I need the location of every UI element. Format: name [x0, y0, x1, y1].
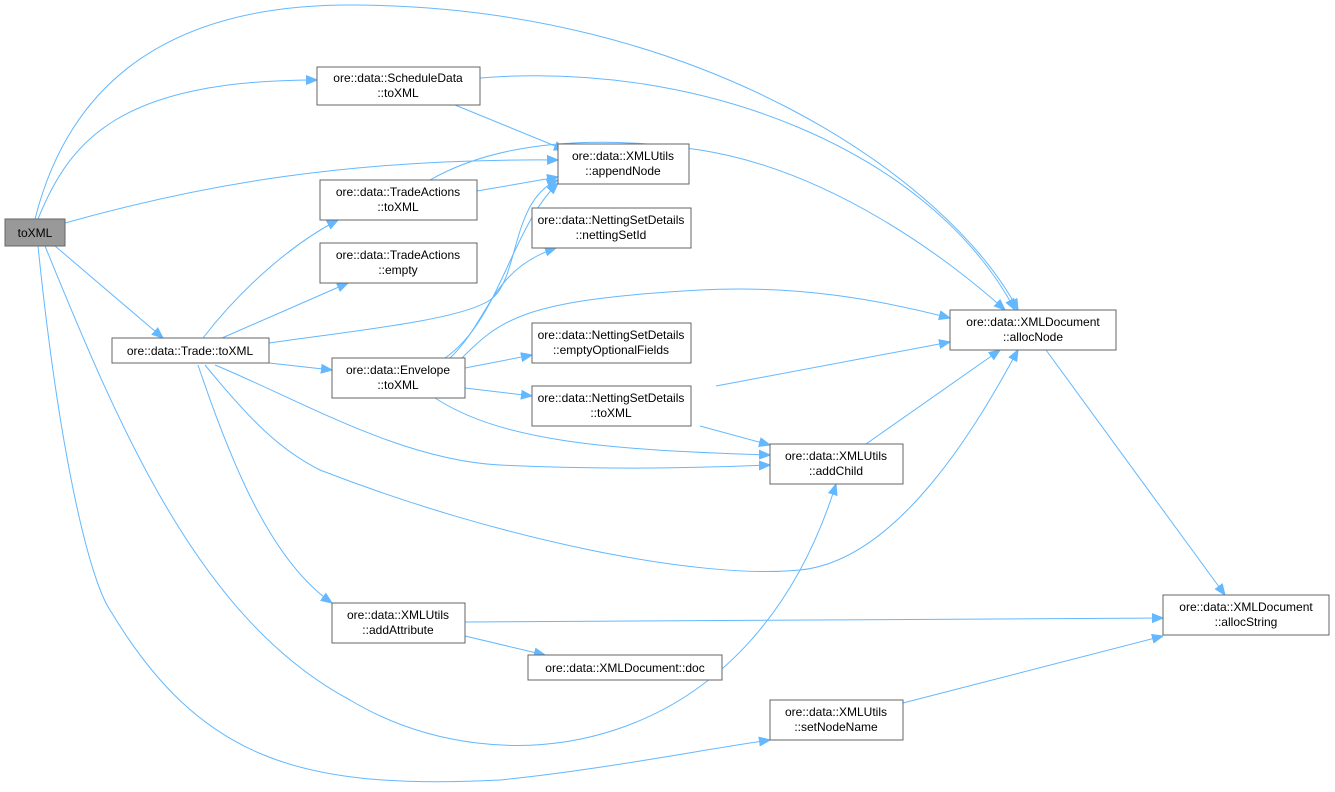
edge-tatoxml-append	[476, 177, 558, 192]
edge-trade-taempty	[221, 283, 348, 339]
node-nettingsetdetails-toxml[interactable]: ore::data::NettingSetDetails ::toXML	[531, 385, 692, 427]
edge-schedule-append	[454, 104, 565, 150]
edge-nsdtoxml-allocnode	[715, 342, 950, 387]
node-label: ore::data::Trade::toXML	[127, 344, 254, 358]
node-label: ore::data::TradeActions	[336, 248, 460, 262]
node-tradeactions-empty[interactable]: ore::data::TradeActions ::empty	[319, 242, 478, 284]
edge-setnodename-allocstring	[902, 636, 1163, 704]
node-nettingsetdetails-nettingsetid[interactable]: ore::data::NettingSetDetails ::nettingSe…	[531, 207, 692, 249]
edge-nsdtoxml-addchild	[699, 425, 770, 445]
node-label: ::appendNode	[585, 164, 661, 178]
edge-schedule-allocnode	[479, 75, 1015, 310]
edge-trade-tatoxml	[202, 220, 338, 339]
edge-root-append	[64, 160, 558, 224]
edge-trade-envelope	[268, 362, 332, 370]
edge-envelope-nsdtoxml	[464, 387, 532, 396]
edge-root-allocnode	[34, 4, 1018, 310]
node-label: ore::data::TradeActions	[336, 185, 460, 199]
node-label: ::allocString	[1215, 615, 1278, 629]
node-label: ::allocNode	[1003, 330, 1063, 344]
node-label: ore::data::XMLDocument	[966, 315, 1100, 329]
node-xmlutils-appendnode[interactable]: ore::data::XMLUtils ::appendNode	[557, 143, 690, 185]
edge-trade-addattr	[197, 364, 332, 603]
edge-envelope-allocnode	[459, 288, 950, 361]
edge-root-setnodename	[37, 245, 770, 783]
node-label: toXML	[18, 226, 53, 240]
node-label: ore::data::NettingSetDetails	[538, 328, 685, 342]
node-label: ::toXML	[377, 378, 419, 392]
edge-trade-allocnode	[204, 350, 1018, 572]
node-xmldocument-doc[interactable]: ore::data::XMLDocument::doc	[527, 654, 723, 681]
edge-envelope-emptyopt	[464, 355, 532, 369]
edge-root-trade	[54, 245, 163, 338]
node-nettingsetdetails-emptyoptionalfields[interactable]: ore::data::NettingSetDetails ::emptyOpti…	[531, 322, 692, 364]
node-toxml[interactable]: toXML	[4, 218, 66, 247]
node-xmlutils-addattribute[interactable]: ore::data::XMLUtils ::addAttribute	[331, 602, 466, 644]
node-xmlutils-setnodename[interactable]: ore::data::XMLUtils ::setNodeName	[769, 699, 904, 741]
node-label: ore::data::XMLUtils	[347, 608, 449, 622]
edge-envelope-append	[444, 183, 558, 359]
node-trade-toxml[interactable]: ore::data::Trade::toXML	[111, 337, 270, 364]
node-label: ::addChild	[809, 464, 863, 478]
node-label: ore::data::XMLUtils	[785, 705, 887, 719]
node-envelope-toxml[interactable]: ore::data::Envelope ::toXML	[331, 357, 466, 399]
edge-addattr-doc	[464, 635, 545, 655]
node-label: ore::data::NettingSetDetails	[538, 391, 685, 405]
node-label: ore::data::XMLUtils	[572, 149, 674, 163]
edge-trade-addchild	[214, 364, 770, 468]
edge-root-schedule	[37, 80, 317, 220]
node-label: ::toXML	[377, 200, 419, 214]
node-label: ::toXML	[377, 86, 419, 100]
edge-trade-append	[268, 180, 558, 344]
node-label: ore::data::ScheduleData	[333, 71, 463, 85]
edge-tatoxml-allocnode	[429, 141, 1005, 310]
node-label: ::empty	[378, 263, 417, 277]
edge-allocnode-allocstring	[1045, 349, 1225, 595]
node-xmldocument-allocstring[interactable]: ore::data::XMLDocument ::allocString	[1162, 594, 1330, 636]
node-label: ore::data::NettingSetDetails	[538, 213, 685, 227]
node-label: ::addAttribute	[362, 623, 434, 637]
node-scheduledata-toxml[interactable]: ore::data::ScheduleData ::toXML	[316, 66, 481, 106]
node-label: ore::data::XMLDocument::doc	[545, 661, 704, 675]
node-tradeactions-toxml[interactable]: ore::data::TradeActions ::toXML	[319, 179, 478, 221]
edges	[34, 4, 1225, 783]
node-label: ore::data::XMLUtils	[785, 449, 887, 463]
edge-addattr-allocstring	[464, 618, 1163, 622]
edge-envelope-nsid	[449, 248, 556, 359]
edge-envelope-addchild	[434, 397, 770, 455]
node-label: ::nettingSetId	[576, 228, 647, 242]
node-label: ::emptyOptionalFields	[553, 343, 669, 357]
node-xmldocument-allocnode[interactable]: ore::data::XMLDocument ::allocNode	[949, 309, 1117, 351]
node-label: ::toXML	[590, 406, 632, 420]
node-label: ore::data::XMLDocument	[1179, 600, 1313, 614]
node-xmlutils-addchild[interactable]: ore::data::XMLUtils ::addChild	[769, 443, 904, 485]
node-label: ore::data::Envelope	[346, 363, 450, 377]
edge-addchild-allocnode	[865, 350, 1000, 445]
node-label: ::setNodeName	[794, 720, 878, 734]
